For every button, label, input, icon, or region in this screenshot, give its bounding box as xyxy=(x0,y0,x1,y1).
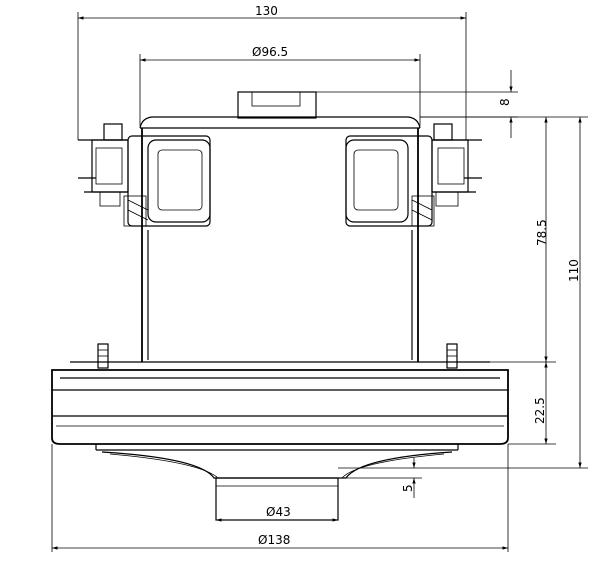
right-brush-holder xyxy=(345,123,482,227)
motor-body xyxy=(51,91,509,521)
upper-housing-top xyxy=(139,116,421,129)
dim-upper-diameter: Ø96.5 xyxy=(252,45,288,59)
top-cap xyxy=(237,91,317,119)
dim-outlet-diameter: Ø43 xyxy=(266,505,291,519)
dimension-annotations: 130 Ø96.5 8 78.5 110 22.5 5 Ø43 xyxy=(51,4,588,552)
dim-base-diameter: Ø138 xyxy=(258,533,290,547)
dim-base-height: 22.5 xyxy=(533,397,547,424)
dim-top-width: 130 xyxy=(255,4,278,18)
fan-housing xyxy=(51,361,509,521)
dim-outlet-height: 5 xyxy=(401,484,415,492)
dim-mid-height: 78.5 xyxy=(535,219,549,246)
left-brush-holder xyxy=(78,123,211,227)
studs xyxy=(97,343,458,369)
dim-total-height: 110 xyxy=(567,259,581,282)
dim-small-offset: 8 xyxy=(498,98,512,106)
